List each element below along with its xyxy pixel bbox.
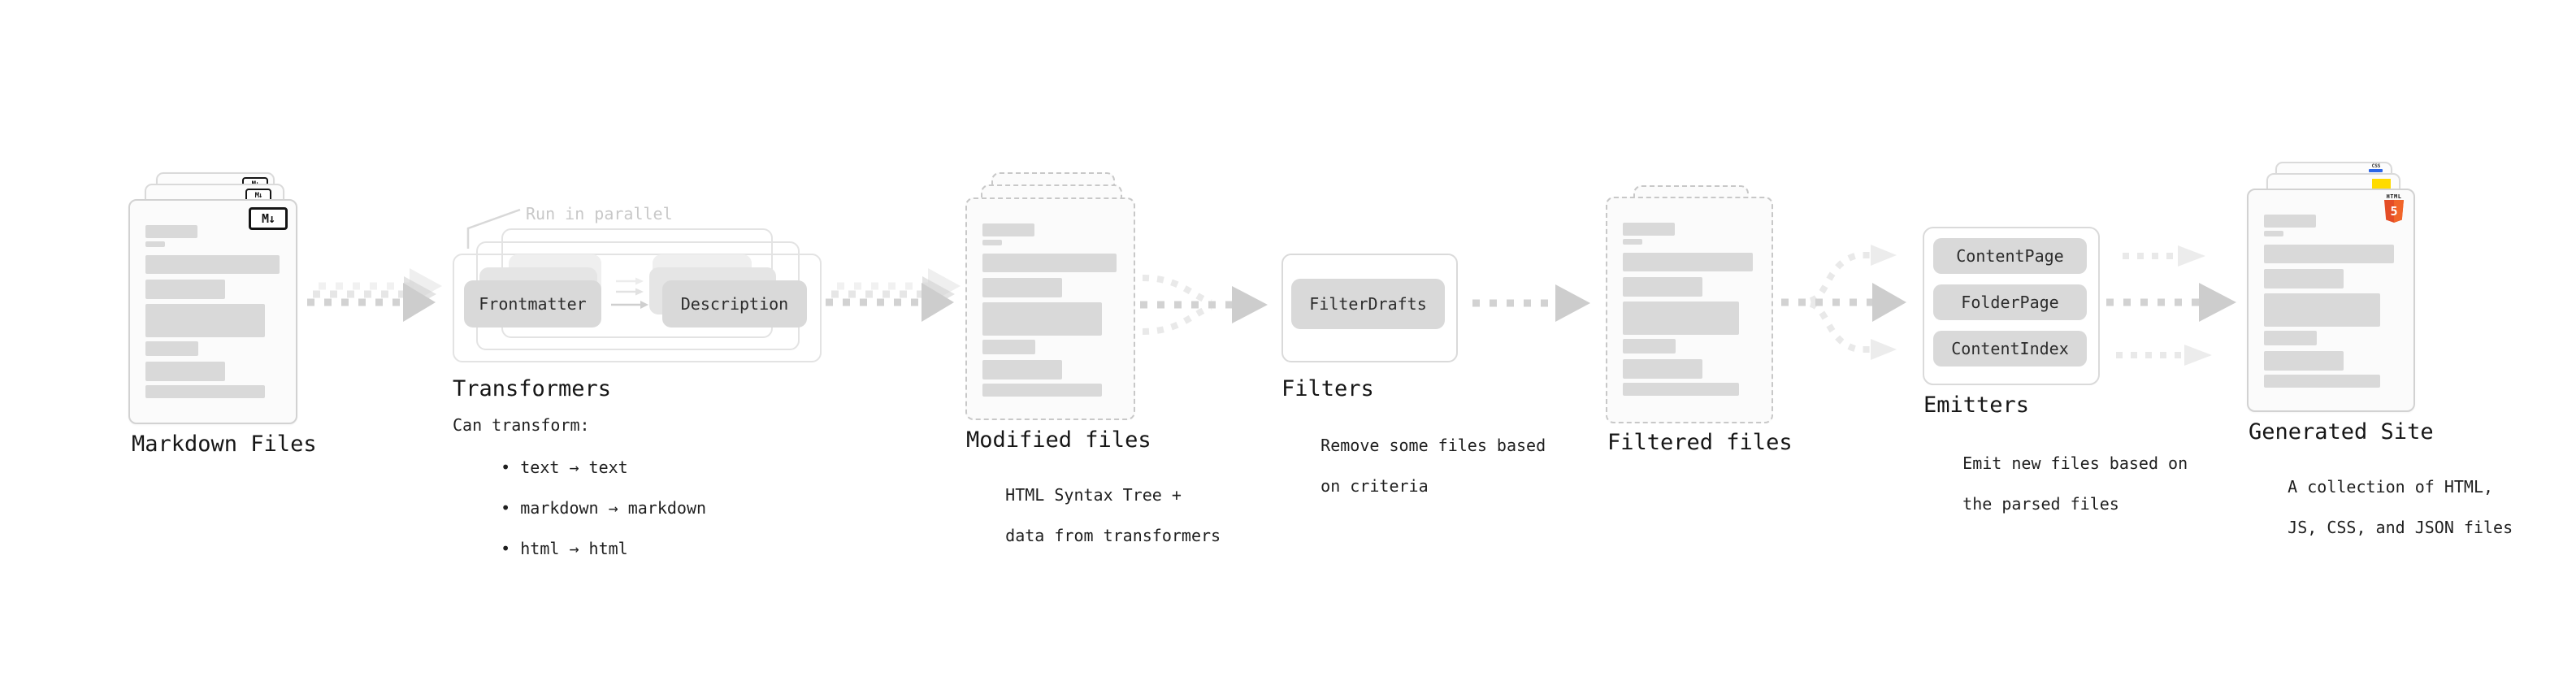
document-text-lines bbox=[2264, 215, 2394, 388]
flow-arrow-emitters bbox=[2106, 245, 2236, 366]
bullet-line: • html → html bbox=[501, 539, 628, 558]
flow-arrow-4 bbox=[1472, 284, 1590, 322]
note-connector-line bbox=[466, 208, 521, 249]
svg-text:5: 5 bbox=[2390, 204, 2397, 219]
stage-modified-files bbox=[965, 172, 1135, 420]
markdown-file-card-front: M↓ bbox=[128, 199, 297, 424]
filters-heading: Filters bbox=[1281, 376, 1374, 401]
html5-shield: 5 bbox=[2384, 200, 2404, 223]
run-in-parallel-note: Run in parallel bbox=[526, 204, 673, 223]
emitters-subtitle: Emit new files based on the parsed files bbox=[1962, 453, 2188, 514]
bullet-line: • text → text bbox=[501, 458, 628, 477]
document-text-lines bbox=[145, 225, 280, 398]
markdown-icon: M↓ bbox=[249, 207, 288, 230]
stage-filtered-files bbox=[1606, 185, 1773, 423]
transformers-bullets: • text → text • markdown → markdown • ht… bbox=[462, 437, 706, 579]
folderpage-box: FolderPage bbox=[1933, 284, 2087, 320]
modified-files-subtitle: HTML Syntax Tree + data from transformer… bbox=[1005, 485, 1221, 545]
emitters-heading: Emitters bbox=[1923, 393, 2030, 418]
stage-markdown-files: M↓ M↓ M↓ bbox=[128, 172, 297, 424]
flow-arrow-2 bbox=[826, 268, 961, 322]
bullet-line: • markdown → markdown bbox=[501, 498, 707, 518]
frontmatter-box: Frontmatter bbox=[464, 280, 601, 327]
modified-files-label: Modified files bbox=[966, 427, 1151, 453]
transformers-subtitle: Can transform: bbox=[453, 415, 590, 435]
generated-file-card-front: HTML 5 bbox=[2247, 189, 2415, 412]
description-box: Description bbox=[662, 280, 807, 327]
filterdrafts-box: FilterDrafts bbox=[1291, 279, 1445, 329]
transformers-heading: Transformers bbox=[453, 376, 612, 401]
generated-site-subtitle: A collection of HTML, JS, CSS, and JSON … bbox=[2288, 477, 2513, 537]
filters-subtitle: Remove some files based on criteria bbox=[1321, 436, 1546, 496]
javascript-icon bbox=[2372, 179, 2391, 189]
filtered-file-card-front bbox=[1606, 197, 1773, 423]
flow-arrow-merge bbox=[1140, 275, 1268, 335]
stage-generated-site: CSS HTML 5 bbox=[2247, 162, 2415, 412]
document-text-lines bbox=[1623, 223, 1753, 396]
css-icon: CSS bbox=[2369, 164, 2383, 172]
modified-file-card-front bbox=[965, 197, 1135, 420]
transformer-frame-front bbox=[453, 254, 822, 362]
document-text-lines bbox=[982, 223, 1117, 397]
html5-icon: HTML 5 bbox=[2383, 194, 2405, 226]
contentindex-box: ContentIndex bbox=[1933, 331, 2087, 367]
contentpage-box: ContentPage bbox=[1933, 238, 2087, 274]
flow-arrow-1 bbox=[307, 268, 442, 322]
generated-site-label: Generated Site bbox=[2249, 419, 2434, 445]
flow-arrow-fanout bbox=[1781, 245, 1906, 360]
markdown-files-label: Markdown Files bbox=[132, 432, 317, 457]
transformer-step-arrows bbox=[611, 277, 648, 309]
filtered-files-label: Filtered files bbox=[1607, 430, 1793, 455]
